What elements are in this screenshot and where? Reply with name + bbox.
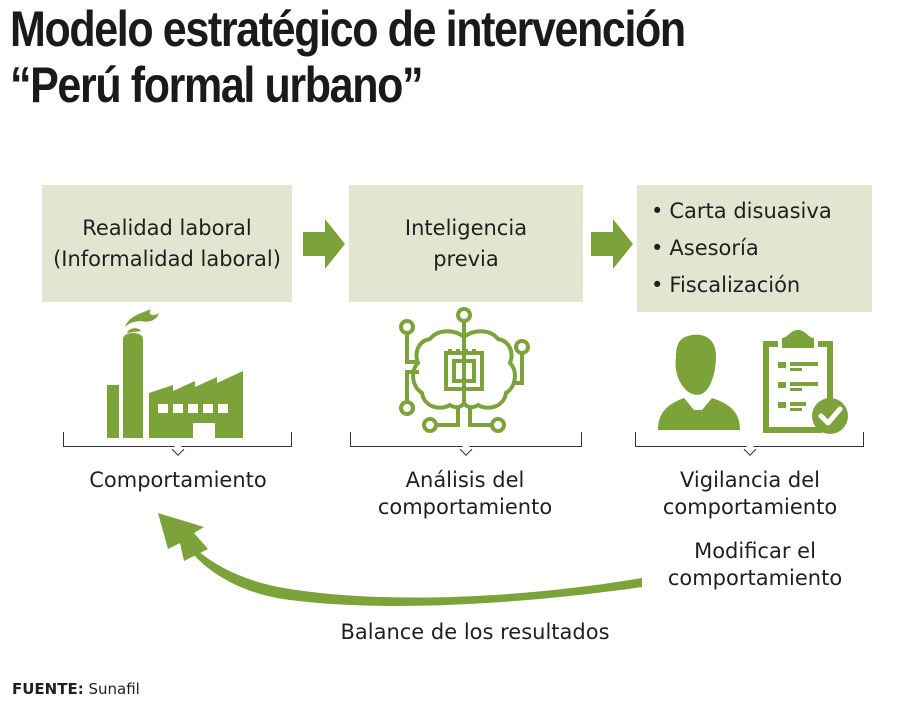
action-item-fiscalizacion: Fiscalización xyxy=(651,267,832,304)
person-clipboard-icon xyxy=(658,330,848,434)
bracket-divider xyxy=(635,432,864,447)
stage-label-vigilancia: Vigilancia del comportamiento xyxy=(630,467,870,521)
factory-icon xyxy=(107,309,243,438)
source-note: FUENTE: Sunafil xyxy=(12,680,140,698)
stage-box-line: previa xyxy=(433,246,499,271)
right-arrow-icon xyxy=(591,219,633,269)
feedback-loop-label: Balance de los resultados xyxy=(340,620,610,644)
brain-chip-icon xyxy=(399,307,530,433)
diagram-title-line1: Modelo estratégico de intervención xyxy=(10,1,686,57)
bracket-divider xyxy=(63,432,292,447)
stage-label-line: comportamiento xyxy=(377,495,553,519)
stage-label-comportamiento: Comportamiento xyxy=(63,467,293,494)
stage-label-line: comportamiento xyxy=(662,495,838,519)
source-name: Sunafil xyxy=(88,680,140,698)
stage-box-line: Realidad laboral xyxy=(82,215,252,240)
stage-box-realidad-laboral: Realidad laboral (Informalidad laboral) xyxy=(42,185,292,302)
feedback-label-line: comportamiento xyxy=(667,566,843,590)
stage-box-line: Inteligencia xyxy=(404,215,528,240)
feedback-start-label: Modificar el comportamiento xyxy=(640,538,870,592)
stage-box-inteligencia-previa: Inteligencia previa xyxy=(349,185,583,302)
curved-arrow-icon xyxy=(158,513,642,606)
right-arrow-icon xyxy=(303,219,345,269)
bracket-divider xyxy=(350,432,582,447)
action-item-carta-disuasiva: Carta disuasiva xyxy=(651,193,831,230)
stage-label-line: Comportamiento xyxy=(89,468,267,492)
source-prefix: FUENTE: xyxy=(12,680,84,698)
stage-label-line: Análisis del xyxy=(405,468,525,492)
stage-label-line: Vigilancia del xyxy=(680,468,820,492)
actions-list: Carta disuasiva Asesoría Fiscalización xyxy=(637,193,832,304)
feedback-label-line: Modificar el xyxy=(694,539,816,563)
diagram-title-line2: “Perú formal urbano” xyxy=(10,57,423,113)
action-item-asesoria: Asesoría xyxy=(651,230,832,267)
stage-label-analisis: Análisis del comportamiento xyxy=(345,467,585,521)
stage-box-line: (Informalidad laboral) xyxy=(53,246,281,271)
stage-box-acciones: Carta disuasiva Asesoría Fiscalización xyxy=(637,185,872,312)
